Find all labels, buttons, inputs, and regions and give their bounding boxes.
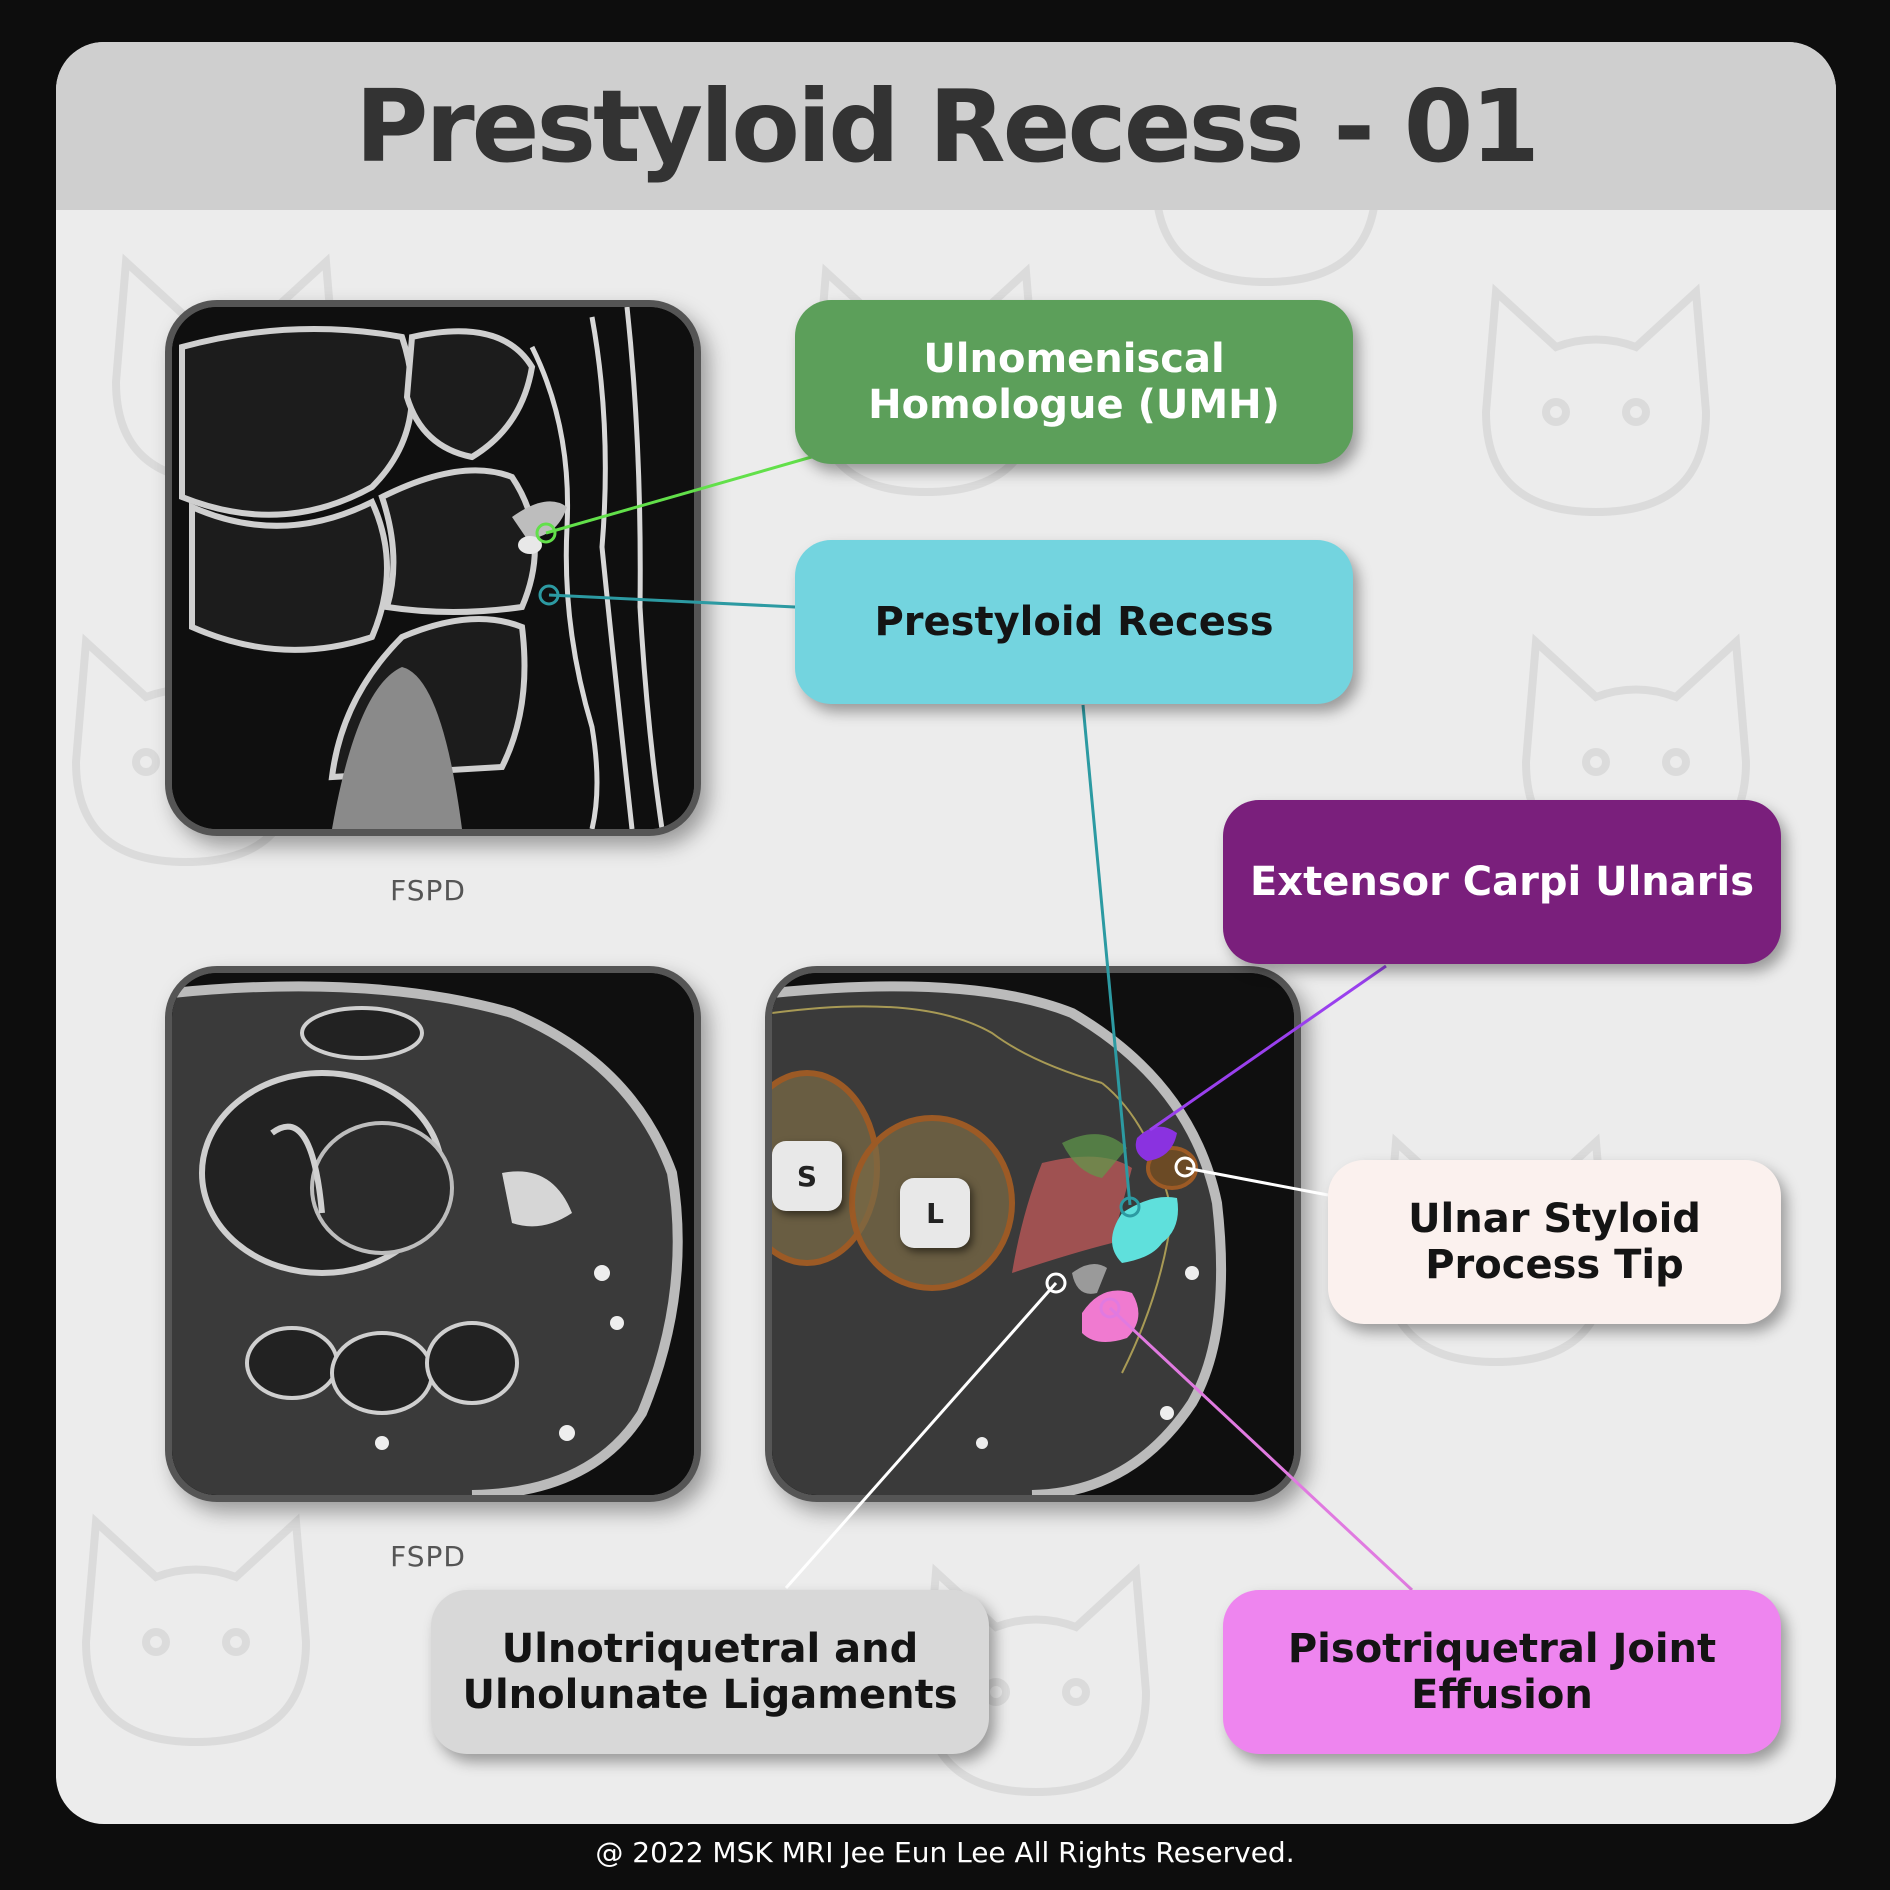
prestyloid-marker-upper [538,584,560,606]
lunate-tag: L [900,1178,970,1248]
pisotriquetral-marker [1099,1297,1121,1319]
prestyloid-leader-upper [548,593,796,609]
umh-marker [535,522,557,544]
coronal-mri-image [172,307,694,829]
ulnar-styloid-leader [1185,1166,1329,1197]
ulnar-styloid-tip-label: Ulnar Styloid Process Tip [1328,1160,1781,1324]
scaphoid-tag: S [772,1141,842,1211]
umh-label: Ulnomeniscal Homologue (UMH) [795,300,1353,464]
annotated-axial-mri-panel: S L [765,966,1301,1502]
annotated-axial-mri-image [772,973,1294,1495]
coronal-mri-panel [165,300,701,836]
copyright-notice: @ 2022 MSK MRI Jee Eun Lee All Rights Re… [595,1836,1295,1869]
umh-leader [545,454,816,535]
prestyloid-recess-label: Prestyloid Recess [795,540,1353,704]
ulnar-styloid-marker [1174,1156,1196,1178]
ligaments-label: Ulnotriquetral and Ulnolunate Ligaments [431,1590,989,1754]
ligaments-leader [784,1282,1058,1589]
coronal-caption: FSPD [390,874,466,907]
title-band [56,42,1836,210]
ligaments-marker [1045,1272,1067,1294]
axial-caption: FSPD [390,1540,466,1573]
ecu-label: Extensor Carpi Ulnaris [1223,800,1781,964]
pisotriquetral-leader [1108,1306,1414,1592]
pisotriquetral-label: Pisotriquetral Joint Effusion [1223,1590,1781,1754]
ecu-leader [1149,964,1387,1132]
prestyloid-marker-lower [1119,1196,1141,1218]
page-title: Prestyloid Recess - 01 [355,67,1540,185]
axial-mri-image [172,973,694,1495]
axial-mri-panel [165,966,701,1502]
prestyloid-leader-lower [1081,704,1132,1206]
